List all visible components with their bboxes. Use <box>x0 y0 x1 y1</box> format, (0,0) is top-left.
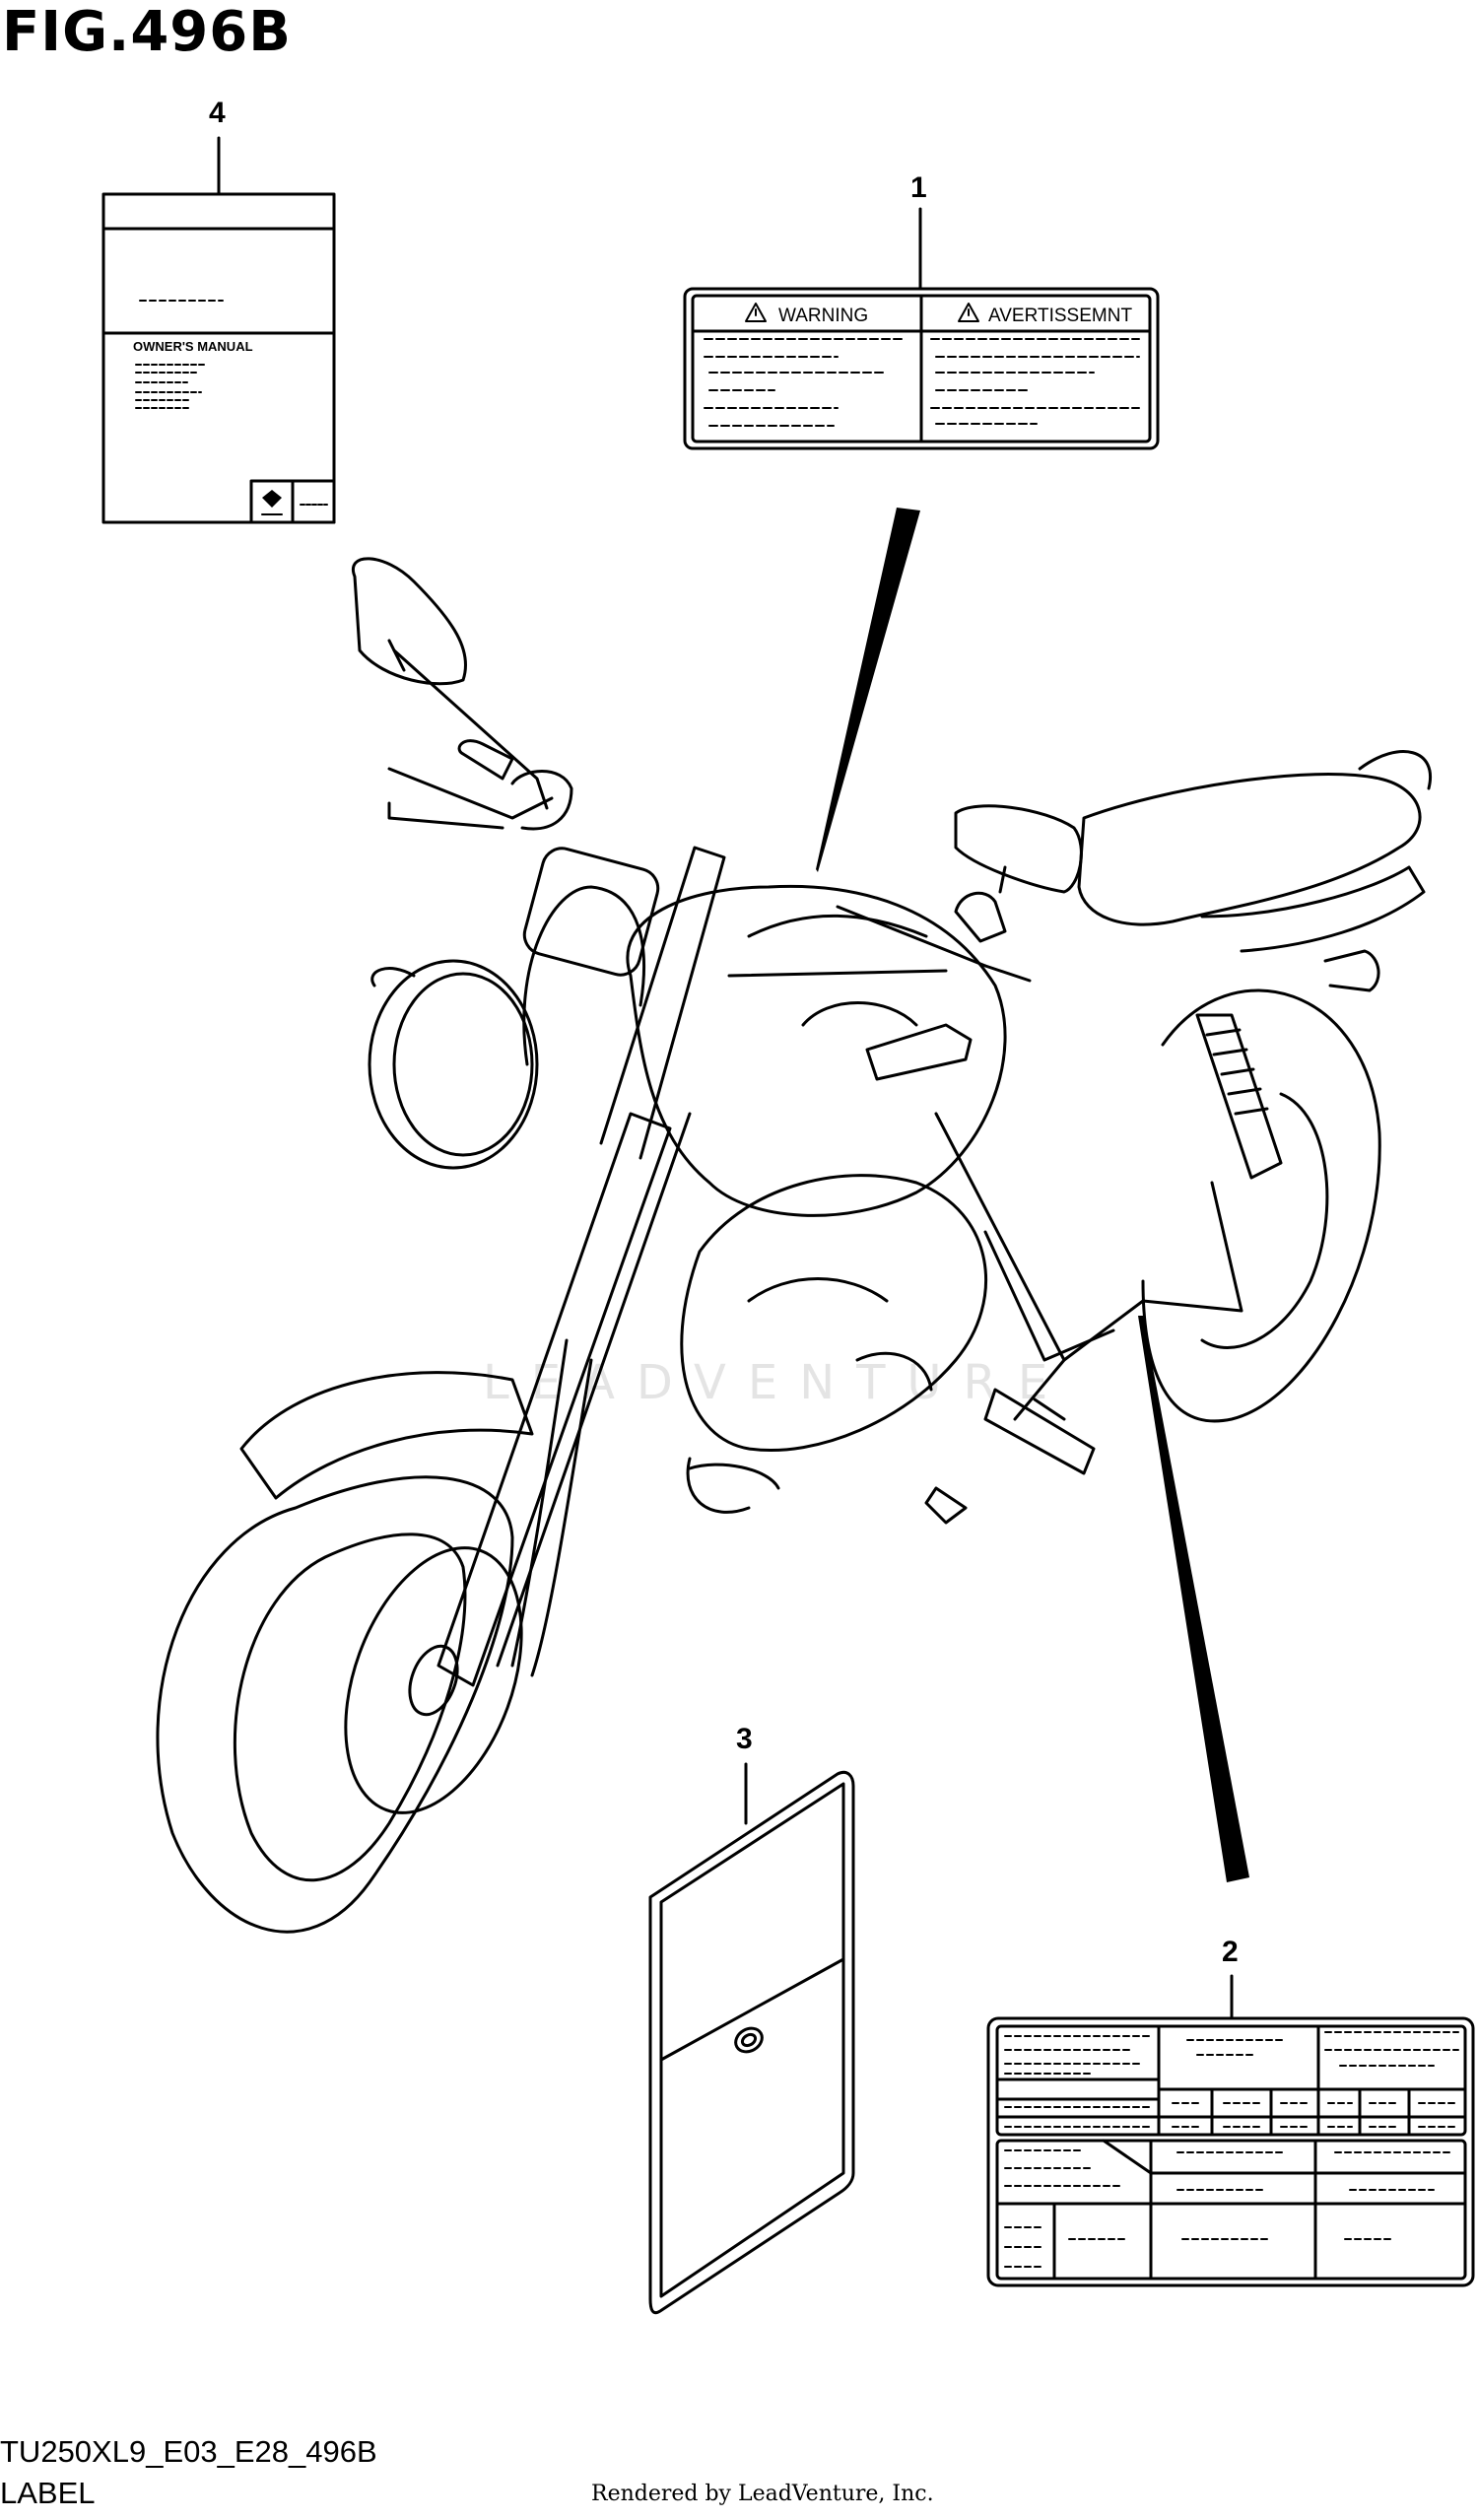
owners-manual-booklet: OWNER'S MANUAL <box>101 136 336 524</box>
rendered-by: Rendered by LeadVenture, Inc. <box>591 2482 934 2506</box>
exhaust-pipe <box>686 1457 751 1514</box>
figure-title: FIG.496B <box>2 0 292 64</box>
rear-shock <box>1195 1013 1283 1180</box>
callout-1: 1 <box>910 171 927 204</box>
blank-label <box>648 1762 855 2315</box>
fuel-tank <box>626 884 1007 1217</box>
avertissement-header: AVERTISSEMNT <box>988 306 1132 326</box>
warning-header: WARNING <box>778 306 868 326</box>
warning-triangle-icon <box>745 303 767 322</box>
frame <box>934 1112 1243 1362</box>
manual-title: OWNER'S MANUAL <box>133 339 253 354</box>
right-mirror <box>954 804 1083 894</box>
headlight <box>368 959 539 1170</box>
rear-wheel <box>1141 988 1381 1423</box>
callout-2: 2 <box>1222 1936 1239 1968</box>
label-1-pointer <box>816 508 920 872</box>
engine <box>680 1174 987 1452</box>
tire-information-label <box>986 1974 1475 2287</box>
front-tire <box>156 1475 514 1934</box>
motorcycle-illustration <box>156 557 1432 1934</box>
seat <box>1077 773 1422 926</box>
brand-logo-icon <box>262 490 282 508</box>
warning-label: WARNING AVERTISSEMNT <box>683 207 1160 450</box>
callout-4: 4 <box>209 97 226 129</box>
front-fender <box>239 1371 534 1500</box>
section-label: LABEL <box>0 2476 96 2510</box>
front-fork <box>437 1112 672 1687</box>
left-mirror <box>351 557 468 686</box>
label-2-pointer <box>1138 1316 1249 1882</box>
callout-3: 3 <box>736 1723 753 1755</box>
avertissement-triangle-icon <box>958 303 979 322</box>
figure-code: TU250XL9_E03_E28_496B <box>0 2434 377 2469</box>
